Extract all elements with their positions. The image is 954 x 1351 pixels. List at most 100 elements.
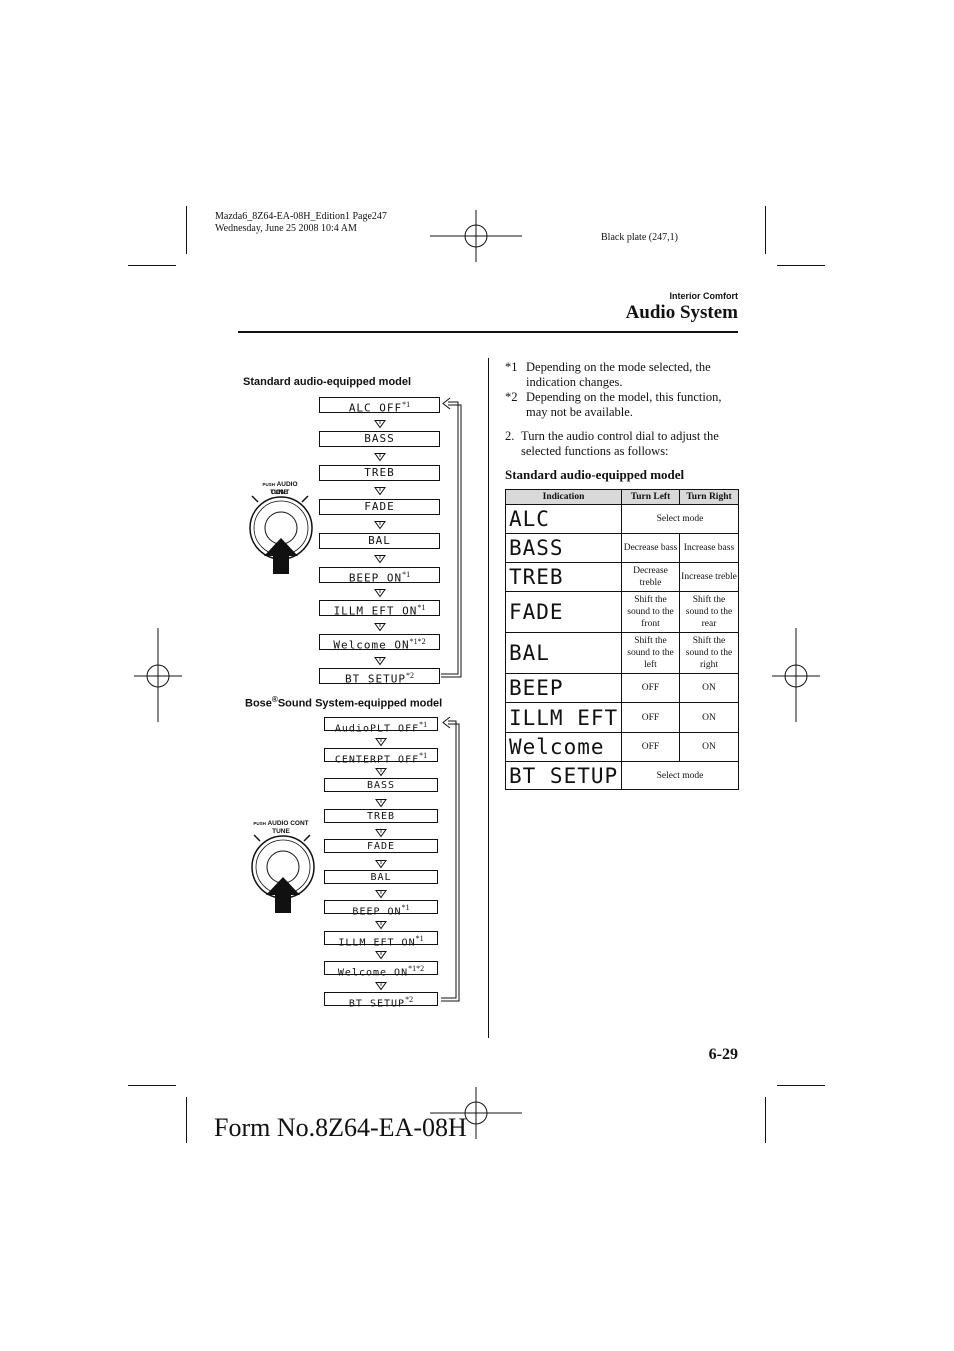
- menu-item-label: BEEP ON: [352, 906, 402, 918]
- menu-item-footnote: *1: [419, 750, 428, 760]
- down-arrow-icon: [373, 551, 387, 564]
- menu-item-footnote: *1: [401, 903, 410, 912]
- menu-item: ILLM EFT ON*1: [324, 930, 438, 948]
- turn-right-action: Increase bass: [679, 533, 739, 563]
- turn-left-action: Shift the sound to the left: [621, 632, 680, 674]
- print-date-line: Wednesday, June 25 2008 10:4 AM: [215, 223, 357, 234]
- turn-left-action: OFF: [621, 702, 680, 733]
- menu-item-label: Welcome ON: [333, 638, 410, 652]
- indication-display: BEEP: [505, 673, 622, 703]
- down-arrow-icon: [374, 947, 388, 960]
- menu-item: CENTERPT OFF*1: [324, 747, 438, 765]
- menu-item-label: Welcome ON: [337, 967, 409, 979]
- print-file-line: Mazda6_8Z64-EA-08H_Edition1 Page247: [215, 211, 387, 222]
- down-arrow-icon: [374, 795, 388, 807]
- section-label: Interior Comfort: [669, 291, 739, 301]
- column-header-indication: Indication: [505, 489, 622, 505]
- menu-item-footnote: *1: [402, 569, 411, 579]
- knob-push-label: PUSH: [262, 482, 275, 487]
- down-arrow-icon: [374, 734, 388, 746]
- step-text: Turn the audio control dial to adjust th…: [521, 429, 719, 458]
- menu-item-label: BASS: [364, 431, 395, 445]
- indication-display: TREB: [505, 562, 622, 592]
- indication-display: ALC: [505, 504, 622, 534]
- menu-item: ALC OFF*1: [319, 397, 440, 415]
- loop-return-arrow: [441, 397, 462, 678]
- down-arrow-icon: [373, 517, 387, 530]
- menu-item: BAL: [324, 869, 438, 884]
- down-arrow-icon: [373, 585, 387, 598]
- menu-item: Welcome ON*1*2: [324, 961, 438, 979]
- turn-left-action: OFF: [621, 732, 680, 762]
- menu-item: TREB: [324, 808, 438, 823]
- turn-left-action: OFF: [621, 673, 680, 703]
- menu-item-footnote: *1*2: [408, 964, 425, 973]
- turn-left-action: Shift the sound to the front: [621, 591, 680, 633]
- menu-item: BASS: [319, 430, 440, 447]
- form-number: Form No.8Z64-EA-08H: [214, 1113, 467, 1142]
- bose-heading-text: Sound System-equipped model: [277, 697, 443, 710]
- menu-item: BT SETUP*2: [319, 668, 440, 686]
- knob-label: PUSH AUDIO CONT: [254, 481, 306, 497]
- indication-display: BASS: [505, 533, 622, 563]
- knob-audio-cont-label: AUDIO CONT: [270, 481, 298, 496]
- down-arrow-icon: [374, 917, 388, 929]
- bose-model-heading: Bose®Sound System-equipped model: [245, 695, 442, 710]
- page-number: 6-29: [708, 1046, 738, 1063]
- knob-label: PUSH AUDIO CONT: [252, 820, 310, 828]
- indication-display: BAL: [505, 632, 622, 674]
- down-arrow-icon: [373, 619, 387, 632]
- menu-item-label: CENTERPT OFF: [334, 753, 420, 765]
- down-arrow-icon: [373, 483, 387, 496]
- menu-item: BASS: [324, 778, 438, 792]
- note-mark: *1: [505, 360, 518, 374]
- turn-action: Select mode: [621, 504, 739, 534]
- menu-item: BAL: [319, 532, 440, 549]
- bose-heading-brand: Bose: [245, 697, 272, 710]
- turn-right-action: ON: [679, 702, 739, 733]
- knob-push-label: PUSH: [253, 821, 266, 826]
- note-text: Depending on the model, this function, m…: [526, 390, 722, 419]
- menu-item-footnote: *2: [405, 671, 414, 681]
- knob-tune-label: TUNE: [272, 828, 290, 835]
- menu-item-label: TREB: [364, 465, 395, 479]
- menu-item-footnote: *1: [402, 400, 411, 409]
- down-arrow-icon: [373, 653, 387, 666]
- menu-item: TREB: [319, 464, 440, 481]
- turn-right-action: Shift the sound to the rear: [679, 591, 739, 633]
- turn-action: Select mode: [621, 761, 739, 790]
- down-arrow-icon: [374, 764, 388, 777]
- turn-right-action: Shift the sound to the right: [679, 632, 739, 674]
- down-arrow-icon: [374, 886, 388, 899]
- down-arrow-icon: [373, 416, 387, 428]
- note-mark: *2: [505, 390, 518, 404]
- column-header-turn-left: Turn Left: [621, 489, 680, 505]
- note-text: Depending on the mode selected, the indi…: [526, 360, 711, 389]
- menu-item-footnote: *1: [417, 603, 426, 613]
- menu-item-label: ILLM EFT ON: [338, 936, 416, 948]
- down-arrow-icon: [373, 449, 387, 462]
- menu-item-label: FADE: [366, 841, 396, 852]
- turn-left-action: Decrease treble: [621, 562, 680, 592]
- indication-display: ILLM EFT: [505, 702, 622, 733]
- standard-model-heading: Standard audio-equipped model: [243, 376, 412, 388]
- menu-item-footnote: *2: [405, 994, 414, 1004]
- step-2: 2. Turn the audio control dial to adjust…: [505, 429, 745, 461]
- indication-display: BT SETUP: [505, 761, 622, 790]
- menu-item-label: BASS: [366, 780, 396, 791]
- menu-item-label: BAL: [368, 533, 391, 547]
- column-header-turn-right: Turn Right: [679, 489, 739, 505]
- menu-item: BEEP ON*1: [319, 566, 440, 584]
- down-arrow-icon: [374, 978, 388, 990]
- turn-right-action: Increase treble: [679, 562, 739, 592]
- table-header-row: Indication Turn Left Turn Right: [505, 489, 739, 505]
- turn-right-action: ON: [679, 673, 739, 703]
